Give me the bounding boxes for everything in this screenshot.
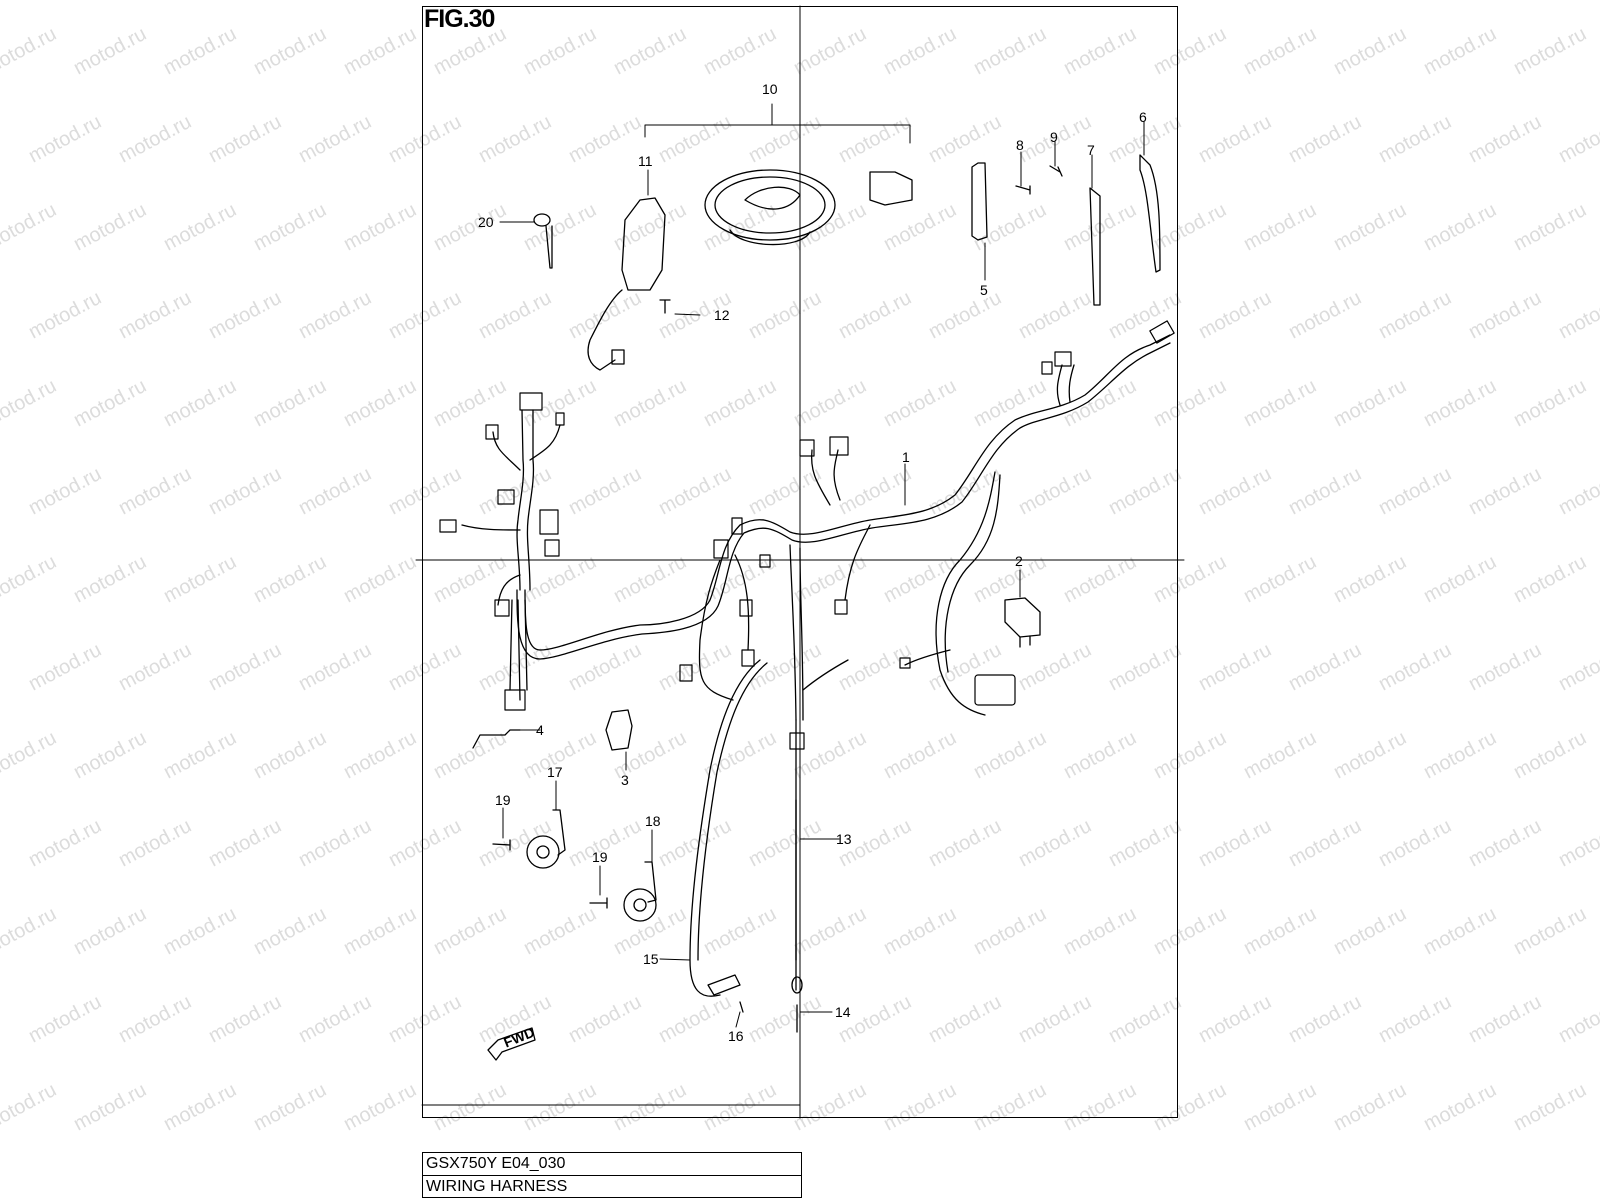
callout-19a: 19 [495,792,511,808]
tie-band-7 [1089,187,1101,306]
callout-13: 13 [836,831,852,847]
relay-part [605,709,633,751]
fuse-part [1004,597,1041,648]
leader-lines [499,103,1145,1028]
main-harness [439,320,1175,997]
callout-4: 4 [536,722,544,738]
model-code: GSX750Y E04_030 [426,1155,566,1172]
figure-name: WIRING HARNESS [423,1175,801,1198]
callout-18: 18 [645,813,661,829]
bolt-parts [492,165,1063,1013]
callout-6: 6 [1139,109,1147,125]
callout-14: 14 [835,1004,851,1020]
callout-16: 16 [728,1028,744,1044]
callout-17: 17 [547,764,563,780]
horn-parts [526,809,657,922]
lead-wire [791,799,803,1033]
callout-1: 1 [902,449,910,465]
title-block: GSX750Y E04_030 WIRING HARNESS [422,1152,802,1198]
callouts: 1 2 3 4 5 6 7 8 9 10 11 12 13 14 15 16 1… [478,81,1147,1044]
figure-title: FIG.30 [424,5,495,33]
callout-19b: 19 [592,849,608,865]
key-part [533,213,553,269]
callout-11: 11 [638,153,653,169]
callout-2: 2 [1015,553,1023,569]
band-clamp-6 [1139,154,1161,273]
clamp-15 [707,974,741,996]
harness-connectors [439,320,1175,750]
band-part [971,162,988,241]
callout-9: 9 [1050,129,1058,145]
callout-20: 20 [478,214,494,230]
callout-3: 3 [621,772,629,788]
ignition-switch [587,197,666,371]
callout-5: 5 [980,282,988,298]
callout-7: 7 [1087,142,1095,158]
fwd-arrow-icon: FWD [487,1024,537,1061]
clamp-part [472,729,521,749]
callout-8: 8 [1016,137,1024,153]
callout-10: 10 [762,81,778,97]
callout-15: 15 [643,951,659,967]
fuel-cap-lock [704,169,913,246]
callout-12: 12 [714,307,730,323]
